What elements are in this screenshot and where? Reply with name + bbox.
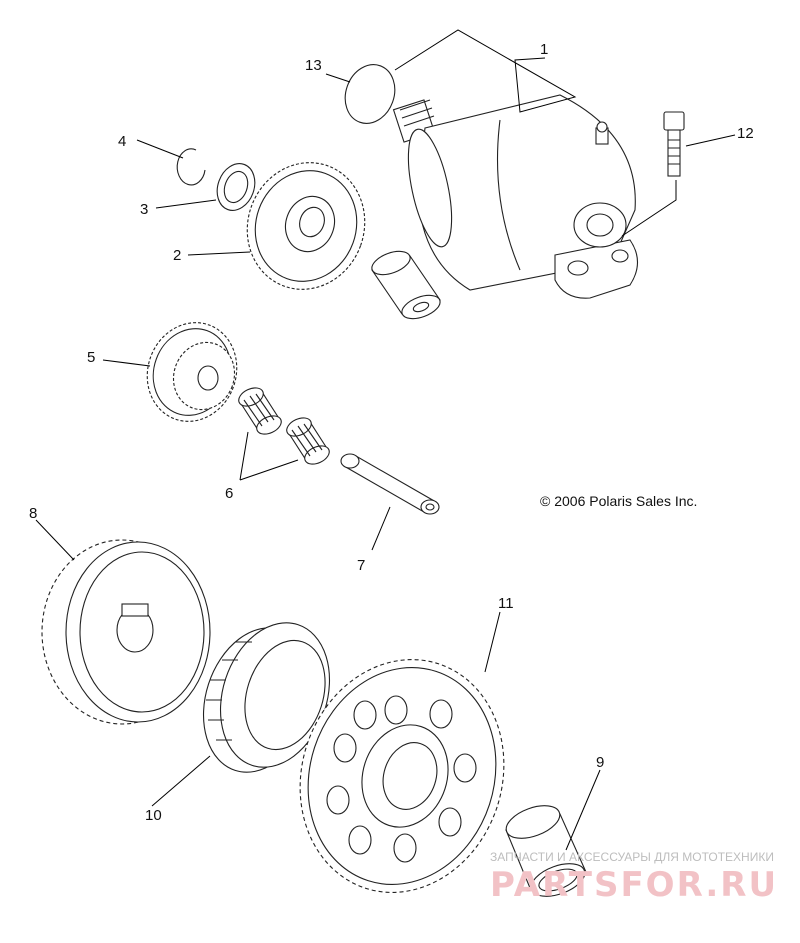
starter-motor — [392, 94, 639, 299]
callout-9: 9 — [596, 754, 604, 771]
leader-lines — [35, 29, 736, 851]
callout-10: 10 — [145, 807, 162, 824]
bolt — [663, 111, 685, 177]
watermark-site: PARTSFOR.RU — [490, 865, 778, 905]
callout-4: 4 — [118, 133, 126, 150]
callout-2: 2 — [173, 247, 181, 264]
copyright-note: © 2006 Polaris Sales Inc. — [540, 493, 697, 509]
callouts: 1 2 3 4 5 6 7 8 9 10 11 12 13 — [29, 41, 754, 824]
callout-5: 5 — [87, 349, 95, 366]
callout-13: 13 — [305, 57, 322, 74]
bushing — [371, 250, 441, 320]
one-way-clutch — [202, 622, 331, 773]
watermark-tagline: ЗАПЧАСТИ И АКСЕССУАРЫ ДЛЯ МОТОТЕХНИКИ — [490, 850, 774, 864]
idler-gear — [246, 162, 366, 290]
callout-3: 3 — [140, 201, 148, 218]
starter-driven-gear — [299, 659, 505, 893]
shaft — [340, 453, 440, 515]
needle-bearing-large — [505, 805, 587, 897]
callout-7: 7 — [357, 557, 365, 574]
circlip — [176, 148, 206, 186]
needle-bearing-b — [286, 417, 330, 465]
callout-12: 12 — [737, 125, 754, 142]
flywheel — [41, 539, 211, 725]
o-ring — [344, 64, 396, 124]
callout-11: 11 — [498, 595, 514, 612]
washer — [216, 163, 256, 211]
callout-1: 1 — [540, 41, 548, 58]
watermark: ЗАПЧАСТИ И АКСЕССУАРЫ ДЛЯ МОТОТЕХНИКИ PA… — [490, 850, 778, 905]
needle-bearing-a — [238, 387, 282, 435]
callout-6: 6 — [225, 485, 233, 502]
compound-gear — [146, 322, 238, 422]
callout-8: 8 — [29, 505, 37, 522]
